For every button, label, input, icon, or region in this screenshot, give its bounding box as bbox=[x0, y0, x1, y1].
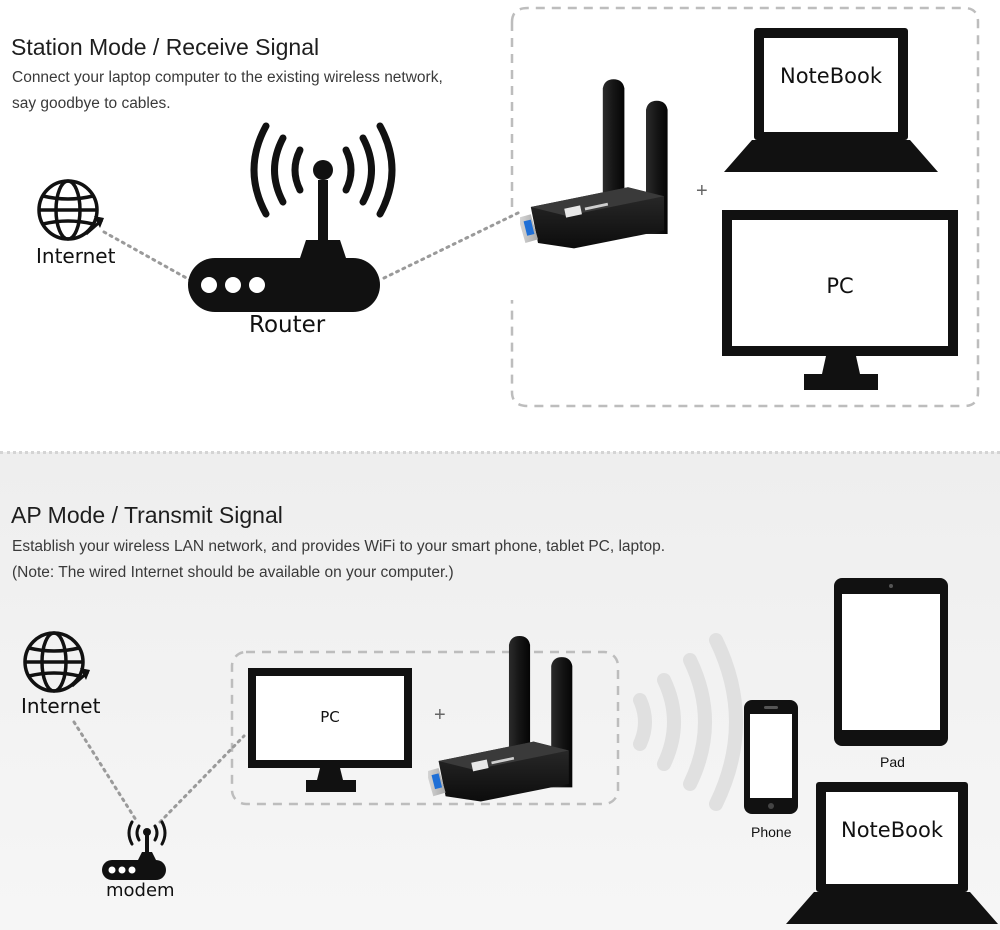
ap-mode-title: AP Mode / Transmit Signal bbox=[11, 502, 283, 528]
station-plus-sign: + bbox=[696, 180, 708, 202]
ap-mode-desc-line2: (Note: The wired Internet should be avai… bbox=[12, 564, 454, 581]
globe-icon bbox=[37, 179, 104, 241]
globe-icon bbox=[23, 631, 90, 693]
modem-icon bbox=[102, 820, 167, 880]
phone-icon bbox=[744, 700, 798, 814]
station-notebook-label: NoteBook bbox=[780, 64, 882, 88]
pad-label: Pad bbox=[880, 754, 905, 770]
ap-plus-sign: + bbox=[434, 704, 446, 726]
laptop-icon bbox=[724, 28, 938, 172]
usb-adapter-icon bbox=[520, 79, 668, 249]
station-device-group-border bbox=[510, 6, 980, 408]
wifi-signal-icon bbox=[250, 122, 396, 218]
router-icon bbox=[188, 160, 380, 312]
phone-label: Phone bbox=[751, 824, 792, 840]
wifi-wave-icon bbox=[633, 633, 743, 811]
station-mode-desc-line2: say goodbye to cables. bbox=[12, 95, 171, 112]
station-internet-label: Internet bbox=[36, 244, 116, 268]
section-divider bbox=[0, 451, 1000, 454]
usb-adapter-icon bbox=[428, 636, 573, 802]
monitor-icon bbox=[722, 210, 958, 390]
laptop-icon bbox=[786, 782, 998, 924]
ap-internet-label: Internet bbox=[21, 694, 101, 718]
ap-pc-label: PC bbox=[320, 708, 340, 726]
station-mode-desc-line1: Connect your laptop computer to the exis… bbox=[12, 69, 443, 86]
monitor-icon bbox=[248, 668, 412, 792]
ap-device-group-border bbox=[230, 650, 620, 806]
modem-label: modem bbox=[106, 880, 175, 901]
station-mode-title: Station Mode / Receive Signal bbox=[11, 34, 320, 60]
router-label: Router bbox=[249, 312, 326, 338]
station-pc-label: PC bbox=[826, 274, 854, 298]
tablet-icon bbox=[834, 578, 948, 746]
ap-notebook-label: NoteBook bbox=[841, 818, 943, 842]
ap-mode-desc-line1: Establish your wireless LAN network, and… bbox=[12, 538, 666, 555]
